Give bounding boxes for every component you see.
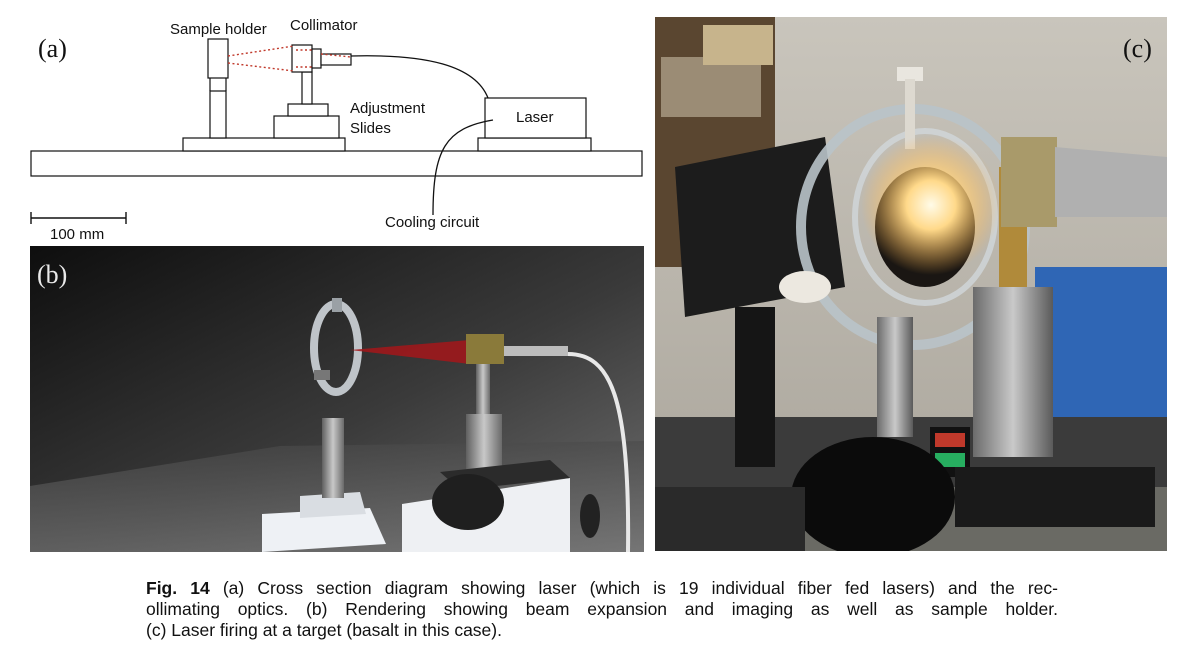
laser-box (484, 97, 587, 139)
scale-bar-label: 100 mm (50, 226, 105, 243)
panel-b-letter: (b) (37, 260, 68, 289)
laser-base (477, 137, 592, 152)
adjustment-slide-upper (287, 103, 329, 117)
sample-post (209, 90, 227, 139)
photograph-image (655, 17, 1167, 551)
caption-fig-label: Fig. 14 (146, 578, 210, 598)
figure-caption: Fig. 14 (a) Cross section diagram showin… (146, 578, 1058, 641)
caption-text-1: (a) Cross section diagram showing laser … (222, 578, 1058, 598)
laser-label: Laser (516, 109, 554, 126)
cooling-line (432, 119, 494, 216)
cross-section-diagram: Sample holder Collimator Adjustment Slid… (25, 10, 655, 243)
diagram-drawing (30, 38, 643, 224)
rendering-image (30, 246, 644, 552)
slides-label: Slides (350, 120, 391, 137)
caption-line-2: ollimating optics. (b) Rendering showing… (146, 599, 1058, 619)
beam-lines (227, 45, 352, 72)
collimator-fiber-port (320, 53, 352, 66)
sample-base (182, 137, 346, 152)
base-plate (30, 150, 643, 177)
scale-bar (30, 212, 127, 224)
adjustment-slide-lower (273, 115, 340, 139)
collimator-post (301, 71, 313, 105)
caption-line-1: Fig. 14 (a) Cross section diagram showin… (146, 578, 1058, 599)
sample-holder-block (207, 38, 229, 79)
fiber-cable (350, 55, 489, 99)
sample-holder-label: Sample holder (170, 21, 267, 38)
caption-line-3: (c) Laser firing at a target (basalt in … (146, 620, 502, 640)
collimator-label: Collimator (290, 17, 358, 34)
panel-c-letter: (c) (1123, 34, 1152, 63)
adjustment-label: Adjustment (350, 100, 426, 117)
rendering-panel (30, 246, 644, 552)
collimator-body (291, 44, 313, 73)
photograph-panel (655, 17, 1167, 551)
panel-a-letter: (a) (38, 34, 67, 63)
cooling-circuit-label: Cooling circuit (385, 214, 480, 231)
